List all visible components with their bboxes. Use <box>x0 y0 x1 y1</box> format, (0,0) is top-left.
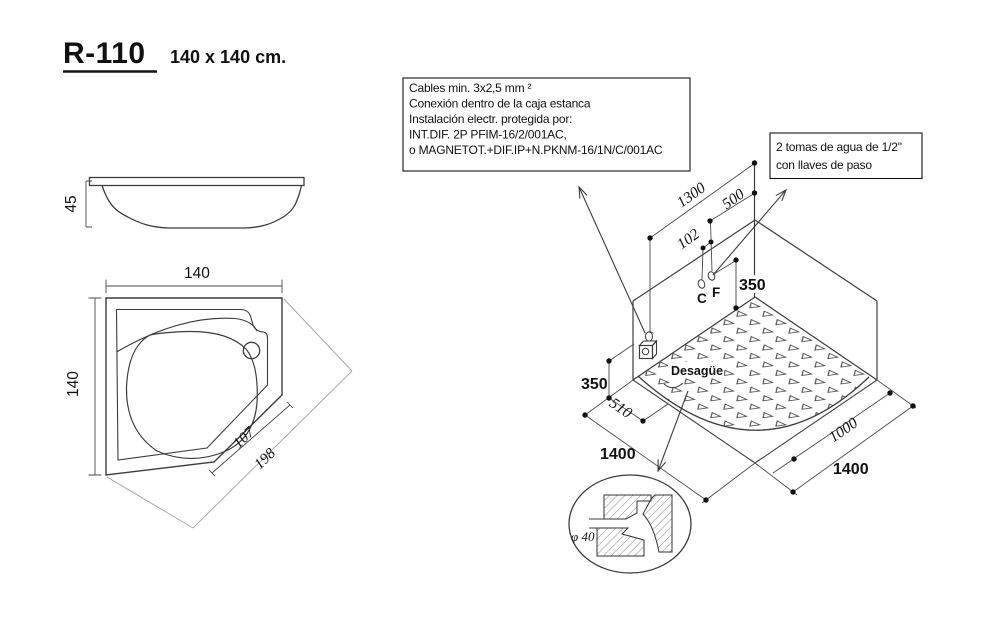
drain-section-top <box>603 494 652 520</box>
hot-water-label: C <box>697 291 707 306</box>
corner-dim-line <box>208 401 294 477</box>
dim-1400-left-label: 1400 <box>600 446 636 463</box>
title-block: R-110 140 x 140 cm. <box>63 37 286 73</box>
water-note-line: 2 tomas de agua de 1/2" <box>776 140 902 154</box>
iso-view: 350 350 Desagüe C F 1300 500 102 510 100… <box>578 160 917 504</box>
label-backing <box>668 362 724 377</box>
dim-500-label: 500 <box>719 186 748 213</box>
arrow-to-electrical-note <box>578 186 646 334</box>
electrical-note-line: INT.DIF. 2P PFIM-16/2/001AC, <box>409 128 567 142</box>
dim-1300-label: 1300 <box>674 179 709 211</box>
corner-long-label: 198 <box>252 445 280 472</box>
size-title: 140 x 140 cm. <box>170 47 286 67</box>
water-note: 2 tomas de agua de 1/2" con llaves de pa… <box>769 132 923 180</box>
electrical-note-line: Cables min. 3x2,5 mm ² <box>409 81 532 95</box>
corner-short-label: 107 <box>231 424 259 452</box>
drain-section-bottom <box>596 527 645 557</box>
plan-depth-label: 140 <box>65 371 82 397</box>
tub-basin-outline <box>125 330 258 460</box>
plan-width-label: 140 <box>184 265 210 282</box>
tub-footprint-hatch <box>638 297 869 431</box>
drain-detail: φ 40 <box>568 474 692 574</box>
tub-inner-rim <box>115 308 269 461</box>
dim-102-label: 102 <box>674 226 703 253</box>
height-dim-bracket <box>85 180 92 228</box>
dim-1000-label: 1000 <box>826 414 861 446</box>
electrical-note: Cables min. 3x2,5 mm ² Conexión dentro d… <box>402 77 691 172</box>
electrical-note-box <box>402 77 691 172</box>
intake-height-label: 350 <box>739 277 766 294</box>
drain-diameter-label: φ 40 <box>571 529 595 544</box>
junction-box-front <box>638 344 654 360</box>
tub-body-profile <box>101 185 303 229</box>
arrow-to-drain-detail <box>657 390 689 472</box>
drain-channel-mouth <box>589 518 604 529</box>
electrical-note-line: o MAGNETOT.+DIF.IP+N.PKNM-16/1N/C/001AC <box>409 143 663 157</box>
floor-height-label: 350 <box>581 376 608 393</box>
hot-water-intake-icon <box>697 279 706 289</box>
drain-mark <box>663 382 684 389</box>
electrical-note-line: Instalación electr. protegida por: <box>409 112 572 126</box>
drain-label: Desagüe <box>671 364 723 378</box>
junction-box <box>638 331 658 360</box>
dim-endpoints <box>582 160 916 503</box>
detail-bubble <box>568 474 692 574</box>
leader-arrows <box>578 185 788 473</box>
side-height-label: 45 <box>63 195 80 212</box>
cold-water-intake-icon <box>707 271 716 281</box>
dim-1400-right-label: 1400 <box>833 461 869 478</box>
drain-section-right <box>642 494 673 553</box>
left-wall <box>632 219 756 380</box>
tub-plan-outline <box>105 297 283 476</box>
extension-lines-gray <box>106 298 353 529</box>
overflow-hole <box>242 341 261 360</box>
tub-rim-profile <box>88 176 305 187</box>
water-note-line: con llaves de paso <box>776 158 872 172</box>
side-view: 45 <box>63 176 305 229</box>
electrical-note-line: Conexión dentro de la caja estanca <box>409 97 591 111</box>
right-wall <box>754 219 878 380</box>
width-dim-line <box>105 279 283 293</box>
water-note-box <box>769 132 923 180</box>
dim-lines <box>584 164 914 501</box>
tub-footprint-curve <box>637 375 870 431</box>
model-title: R-110 <box>63 37 146 70</box>
depth-dim-line <box>88 297 102 476</box>
water-intakes <box>697 271 716 289</box>
arrow-to-water-note <box>712 189 787 276</box>
label-backing <box>737 275 773 293</box>
top-view: 140 140 107 198 <box>65 265 353 529</box>
cold-water-label: F <box>712 285 720 300</box>
